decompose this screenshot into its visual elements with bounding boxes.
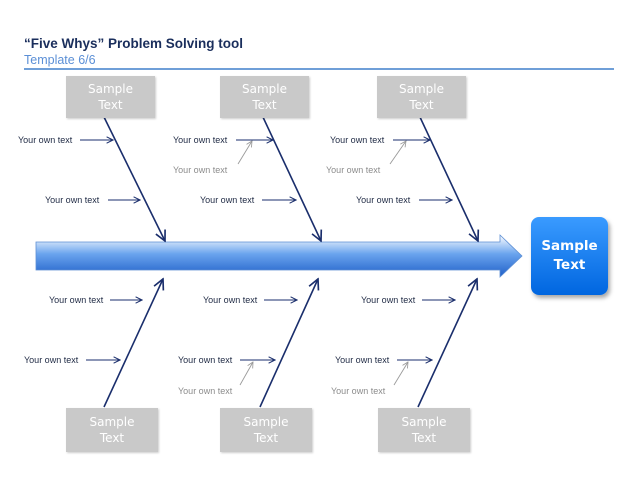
sub-cause-label-bottom-3: Your own text [331,386,386,396]
effect-label: Sample Text [541,238,598,273]
sub-cause-label-bottom-2: Your own text [178,386,233,396]
category-label-bottom-1: Sample Text [89,415,135,445]
category-label-top-3: Sample Text [399,82,444,112]
category-box-bottom-3: Sample Text [378,408,470,452]
cause-label-top-1: Your own text [18,135,73,145]
category-box-top-3: Sample Text [377,76,466,118]
cause-label-top-lower-3: Your own text [356,195,411,205]
cause-label-top-2: Your own text [173,135,228,145]
cause-label-bottom-upper-1: Your own text [49,295,104,305]
bone-bottom-3 [417,279,477,408]
effect-box: Sample Text [531,217,608,295]
sub-arrow-top-2 [237,141,252,165]
category-box-top-2: Sample Text [220,76,309,118]
category-label-top-2: Sample Text [242,82,287,112]
category-box-bottom-1: Sample Text [66,408,158,452]
bone-top-2 [261,114,321,241]
cause-label-bottom-3: Your own text [335,355,390,365]
sub-arrow-bottom-3 [393,362,408,386]
spine-arrow [35,234,523,278]
sub-arrow-top-3 [389,141,406,165]
category-label-bottom-2: Sample Text [243,415,289,445]
cause-label-top-lower-2: Your own text [200,195,255,205]
cause-label-top-lower-1: Your own text [45,195,100,205]
category-box-bottom-2: Sample Text [220,408,312,452]
bone-top-3 [418,114,478,241]
page-title: “Five Whys” Problem Solving tool [24,36,244,51]
sub-cause-label-top-3: Your own text [326,165,381,175]
cause-label-bottom-upper-2: Your own text [203,295,258,305]
cause-label-bottom-1: Your own text [24,355,79,365]
page-subtitle: Template 6/6 [24,53,96,67]
cause-label-top-3: Your own text [330,135,385,145]
bone-bottom-1 [103,279,163,408]
category-label-top-1: Sample Text [88,82,133,112]
sub-cause-label-top-2: Your own text [173,165,228,175]
sub-arrow-bottom-2 [239,362,253,386]
bone-top-1 [102,114,165,241]
category-label-bottom-3: Sample Text [401,415,447,445]
cause-label-bottom-2: Your own text [178,355,233,365]
title-divider [24,68,614,70]
category-box-top-1: Sample Text [66,76,155,118]
cause-label-bottom-upper-3: Your own text [361,295,416,305]
bone-bottom-2 [259,279,318,408]
